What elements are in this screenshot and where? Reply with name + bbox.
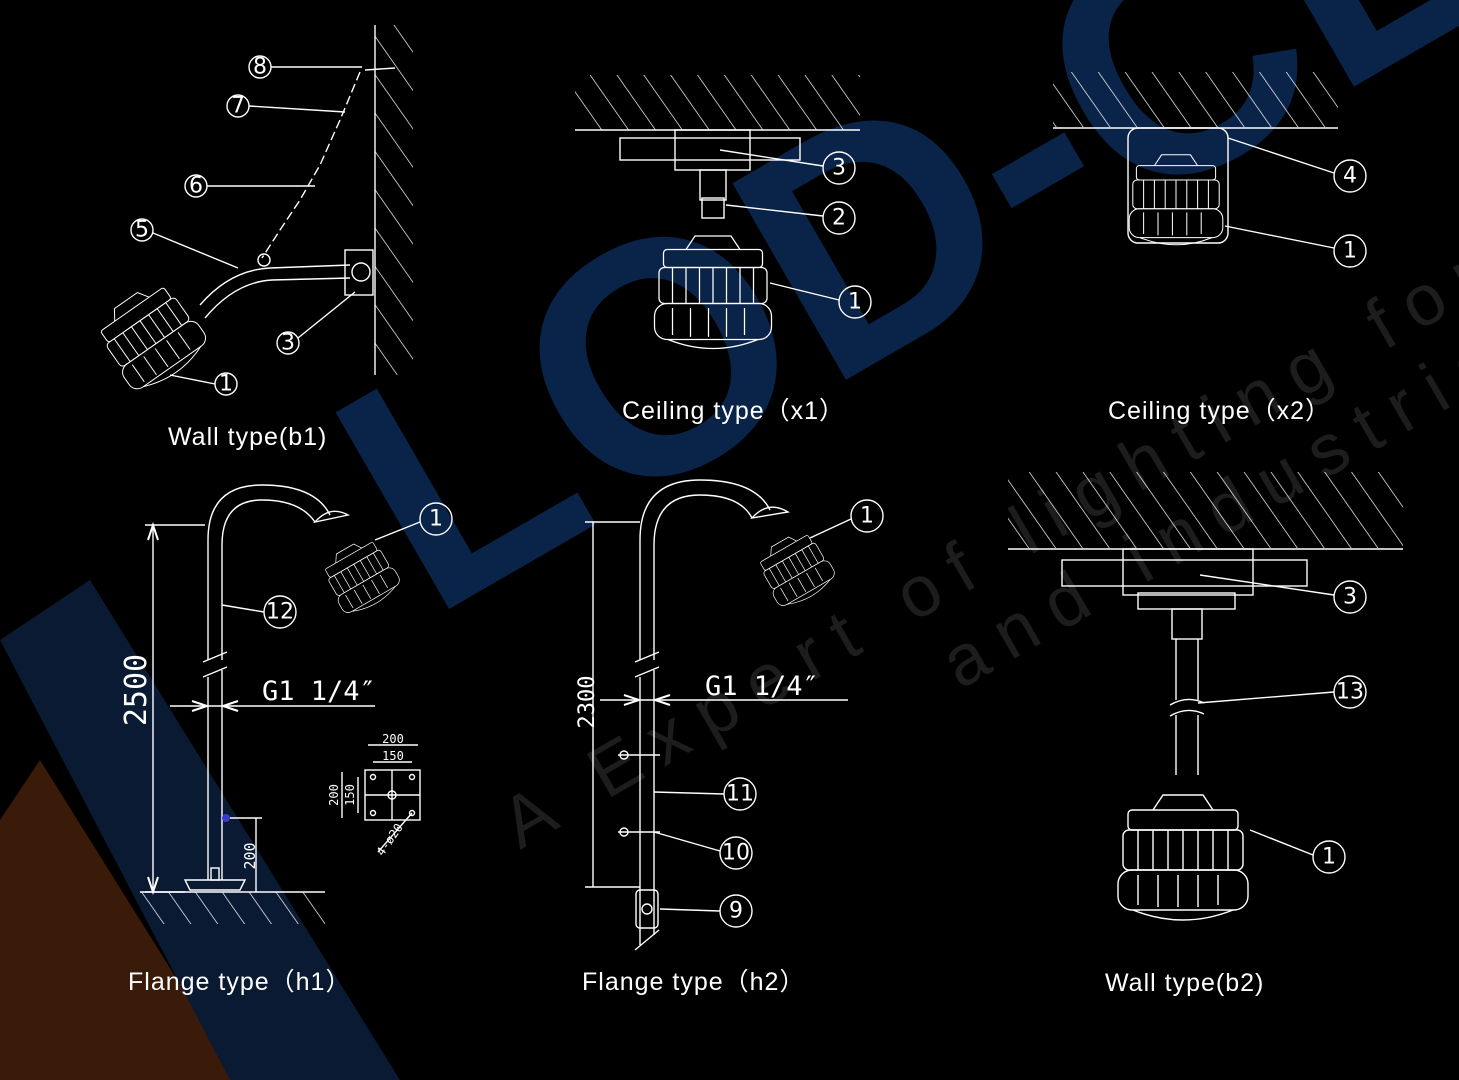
caption-wall-b2: Wall type(b2) — [1105, 969, 1265, 997]
callout-h2-10: 10 — [653, 831, 753, 870]
svg-text:11: 11 — [726, 782, 754, 807]
svg-text:7: 7 — [231, 94, 245, 119]
callout-b1-3: 3 — [276, 291, 356, 356]
dim-h2-height: 2300 — [575, 676, 600, 729]
svg-text:9: 9 — [729, 899, 743, 924]
svg-text:10: 10 — [722, 841, 750, 866]
diagram-flange-h2: 2300 G1 1/4″ 1 11 10 9 — [575, 479, 884, 951]
dim-h2-thread: G1 1/4″ — [705, 671, 819, 702]
pole-h1 — [207, 484, 331, 660]
svg-text:1: 1 — [848, 290, 862, 315]
wall-hatch — [375, 25, 413, 375]
svg-text:200: 200 — [382, 732, 404, 746]
ground-hatch-h1 — [140, 892, 325, 924]
callout-b1-7: 7 — [226, 94, 346, 119]
caption-ceiling-x1: Ceiling type（x1） — [622, 397, 846, 425]
ceiling-hatch-b2 — [1008, 472, 1403, 548]
callout-b2-1: 1 — [1249, 829, 1346, 874]
callout-x1-2: 2 — [725, 201, 856, 235]
svg-text:1: 1 — [860, 504, 874, 529]
svg-text:150: 150 — [382, 749, 404, 763]
base-plate-detail: 200 150 200 150 4-ø20 — [327, 732, 421, 859]
svg-text:1: 1 — [1322, 845, 1336, 870]
callout-x1-1: 1 — [769, 282, 872, 319]
svg-text:200: 200 — [327, 784, 341, 806]
caption-wall-b1: Wall type(b1) — [168, 423, 328, 451]
diagram-flange-h1: 2500 G1 1/4″ 200 200 150 200 150 4-ø20 1 — [119, 484, 453, 924]
svg-text:1: 1 — [1343, 239, 1357, 264]
callout-b1-6: 6 — [184, 174, 315, 199]
svg-text:2: 2 — [832, 206, 846, 231]
callout-h2-11: 11 — [653, 777, 757, 811]
diagram-ceiling-x2: 4 1 — [1053, 72, 1367, 268]
caption-flange-h1: Flange type（h1） — [128, 968, 352, 996]
svg-text:3: 3 — [1343, 585, 1357, 610]
watermark-stripe-orange — [0, 760, 240, 1080]
svg-text:1: 1 — [219, 372, 233, 397]
callout-h2-9: 9 — [659, 894, 753, 928]
callout-b1-1: 1 — [169, 372, 238, 397]
svg-text:5: 5 — [135, 218, 149, 243]
callout-b2-13: 13 — [1197, 675, 1367, 709]
callout-x2-1: 1 — [1224, 225, 1367, 268]
diagram-ceiling-x1: 3 2 1 — [575, 75, 872, 350]
diagram-wall-b1: 8 7 6 5 3 1 — [88, 25, 413, 399]
caption-flange-h2: Flange type（h2） — [582, 968, 806, 996]
callout-b2-3: 3 — [1199, 574, 1367, 614]
arm — [199, 264, 351, 319]
diagram-wall-b2: 3 13 1 — [1008, 472, 1403, 921]
svg-text:3: 3 — [832, 156, 846, 181]
svg-text:6: 6 — [189, 174, 203, 199]
svg-text:150: 150 — [343, 784, 357, 806]
callout-x2-4: 4 — [1227, 137, 1367, 193]
svg-text:4-ø20: 4-ø20 — [374, 821, 406, 859]
callout-b1-8: 8 — [248, 55, 362, 80]
dim-h1-base: 200 — [241, 842, 259, 869]
svg-text:12: 12 — [266, 600, 294, 625]
callout-x1-3: 3 — [719, 149, 856, 185]
dim-h1-thread: G1 1/4″ — [262, 676, 376, 707]
svg-text:4: 4 — [1343, 164, 1357, 189]
svg-text:8: 8 — [253, 55, 267, 80]
watermark-stripe-blue — [0, 580, 400, 1080]
ceiling-hatch — [575, 75, 860, 130]
callout-h2-1: 1 — [809, 499, 884, 539]
callout-b1-5: 5 — [130, 218, 239, 269]
callout-h1-1: 1 — [374, 502, 453, 541]
svg-text:1: 1 — [429, 507, 443, 532]
pole-h2 — [639, 479, 771, 660]
dim-h1-height: 2500 — [119, 654, 154, 726]
callout-h1-12: 12 — [221, 595, 297, 629]
svg-text:3: 3 — [281, 331, 295, 356]
chain — [261, 71, 361, 259]
caption-ceiling-x2: Ceiling type（x2） — [1108, 397, 1332, 425]
ceiling-hatch-x2 — [1053, 72, 1338, 127]
svg-text:13: 13 — [1336, 680, 1364, 705]
